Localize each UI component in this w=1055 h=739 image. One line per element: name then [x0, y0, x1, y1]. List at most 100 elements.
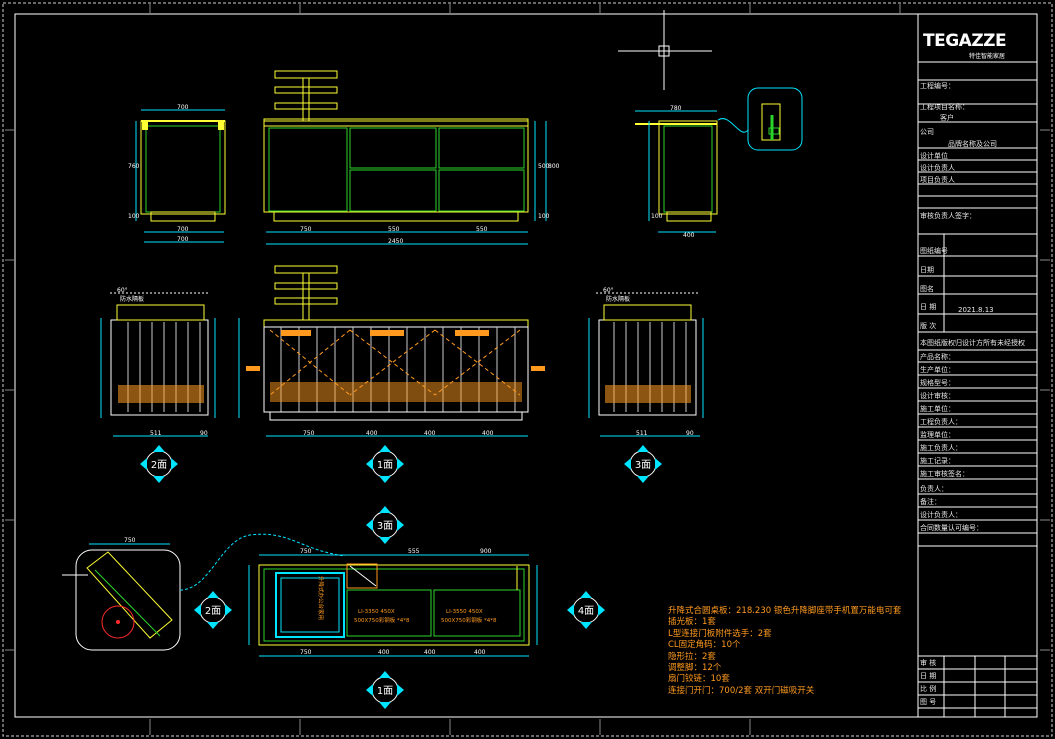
- dim-mid-left-w2: 90: [200, 430, 208, 437]
- tb-row-7: 项目负责人: [920, 176, 955, 184]
- brand-logo: TEGAZZE 特佳智能家居: [921, 31, 1031, 61]
- plan-box2-line1: LI-3550 450X: [446, 609, 483, 615]
- note-line: 扇门铰链：10套: [668, 674, 730, 685]
- view-marker-3-mid[interactable]: [624, 445, 662, 483]
- tb-row-29: 合同数量认可编号：: [920, 524, 983, 532]
- mid-left-section: [100, 292, 216, 437]
- view-label-1-plan: 1面: [377, 686, 393, 697]
- tb-row-10: 日期: [920, 266, 934, 274]
- tb-row-21: 工程负责人：: [920, 418, 962, 426]
- tb-row-32: 比 例: [920, 685, 937, 693]
- dim-mid-angle-left: 60°: [117, 287, 128, 294]
- tb-row-24: 施工记录：: [920, 457, 955, 465]
- view-label-3-plan: 3面: [377, 521, 393, 532]
- tb-row-4: 品牌名称及公司: [948, 140, 997, 148]
- top-left-side-view: [135, 109, 226, 243]
- plan-view: [248, 554, 538, 657]
- view-marker-3-plan[interactable]: [366, 506, 404, 544]
- dim-top-mid-h1: 500: [538, 163, 550, 170]
- dim-mid-b: 400: [366, 430, 378, 437]
- tb-row-2: 客户: [940, 114, 954, 122]
- note-line: 隐形拉：2套: [668, 651, 716, 662]
- view-marker-1-mid[interactable]: [366, 445, 404, 483]
- tb-row-22: 监理单位：: [920, 431, 955, 439]
- tb-row-9: 图纸编号: [920, 247, 948, 255]
- mid-front-section: [238, 265, 545, 437]
- note-line: 插光板：1套: [668, 617, 716, 628]
- dim-top-mid-h2: 800: [548, 163, 560, 170]
- dim-mid-a: 750: [303, 430, 315, 437]
- dim-mid-angle-right: 60°: [603, 287, 614, 294]
- view-marker-2-plan[interactable]: [194, 591, 232, 629]
- note-line: 连接门开门：700/2套 双开门磁吸开关: [668, 685, 815, 696]
- view-marker-1-plan[interactable]: [366, 671, 404, 709]
- dim-detail: 750: [124, 537, 136, 544]
- tb-row-30: 审 核: [920, 659, 937, 667]
- dim-top-mid-h3: 100: [538, 213, 550, 220]
- tb-row-19: 设计审核：: [920, 392, 955, 400]
- dim-mid-c: 400: [424, 430, 436, 437]
- plan-box1-line1: LI-3350 450X: [358, 609, 395, 615]
- note-line: CL固定角码：10个: [668, 640, 741, 651]
- dim-top-left-width: 700: [177, 104, 189, 111]
- top-right-side-view: [635, 87, 803, 233]
- dim-top-mid-total: 2450: [388, 238, 403, 245]
- bill-of-materials-notes: 升降式合圆桌板：218.230 银色升降脚座带手机置万能电可套 插光板：1套 L…: [668, 606, 918, 697]
- tb-row-1: 工程项目名称：: [920, 103, 969, 111]
- dim-top-right-base: 400: [683, 232, 695, 239]
- tb-row-3: 公司: [920, 128, 934, 136]
- view-label-2-plan: 2面: [205, 606, 221, 617]
- tb-row-14: 版 次: [920, 322, 937, 330]
- brand-subtitle: 特佳智能家居: [969, 53, 1006, 60]
- dim-mid-left-w1: 511: [150, 430, 162, 437]
- tb-row-5: 设计单位: [920, 152, 948, 160]
- dim-mid-note-right: 防水隔板: [606, 295, 630, 303]
- note-line: 升降式合圆桌板：218.230 银色升降脚座带手机置万能电可套: [668, 606, 902, 616]
- dim-plan-g: 400: [474, 649, 486, 656]
- dim-top-mid-b: 550: [388, 226, 400, 233]
- dim-top-mid-a: 750: [300, 226, 312, 233]
- tb-row-0: 工程编号：: [920, 82, 955, 90]
- tb-row-25: 施工审核签名：: [920, 470, 969, 478]
- top-front-view: [263, 70, 547, 245]
- tb-row-17: 生产单位：: [920, 366, 955, 374]
- note-line: 调整脚：12个: [668, 663, 722, 674]
- view-marker-2-mid[interactable]: [140, 445, 178, 483]
- dim-plan-e: 400: [378, 649, 390, 656]
- tb-row-20: 施工单位：: [920, 405, 955, 413]
- cad-crosshair-cursor[interactable]: [618, 10, 712, 90]
- tb-row-18: 规格型号：: [920, 379, 955, 387]
- dim-plan-d: 750: [300, 649, 312, 656]
- dim-plan-c: 900: [480, 548, 492, 555]
- plan-box1-line2: 500X750彩钢板 *4*8: [354, 616, 410, 624]
- view-marker-4-plan[interactable]: [567, 591, 605, 629]
- dim-plan-b: 750: [300, 548, 312, 555]
- dim-plan-a: 555: [408, 548, 420, 555]
- plan-box2-line2: 500X750彩钢板 *4*8: [441, 616, 497, 624]
- view-label-3-mid: 3面: [635, 460, 651, 471]
- dim-mid-note-left: 防水隔板: [120, 295, 144, 303]
- dim-top-right-width: 780: [670, 105, 682, 112]
- view-label-4-plan: 4面: [578, 606, 594, 617]
- brand-name: TEGAZZE: [923, 31, 1007, 51]
- plan-panel-text: 升降式办公台家用: [317, 576, 325, 620]
- border-ticks: [5, 4, 1050, 735]
- tb-row-28: 设计负责人：: [920, 511, 962, 519]
- tb-row-11: 图名: [920, 285, 934, 293]
- dim-plan-f: 400: [424, 649, 436, 656]
- tb-row-8: 审核负责人签字：: [920, 212, 976, 220]
- dim-top-mid-c: 550: [476, 226, 488, 233]
- dim-top-left-h2: 100: [128, 213, 140, 220]
- dim-mid-right-w2: 90: [686, 430, 694, 437]
- tb-row-15: 本图纸版权归设计方所有未经授权: [920, 339, 1025, 347]
- view-label-2-mid: 2面: [151, 460, 167, 471]
- dim-top-left-h1: 760: [128, 163, 140, 170]
- tb-row-12: 日 期: [920, 303, 937, 311]
- tb-row-26: 负责人：: [920, 485, 948, 493]
- tb-row-13: 2021.8.13: [958, 306, 994, 314]
- tb-row-31: 日 期: [920, 672, 937, 680]
- dim-mid-right-w1: 511: [636, 430, 648, 437]
- corner-detail-view: [62, 533, 346, 651]
